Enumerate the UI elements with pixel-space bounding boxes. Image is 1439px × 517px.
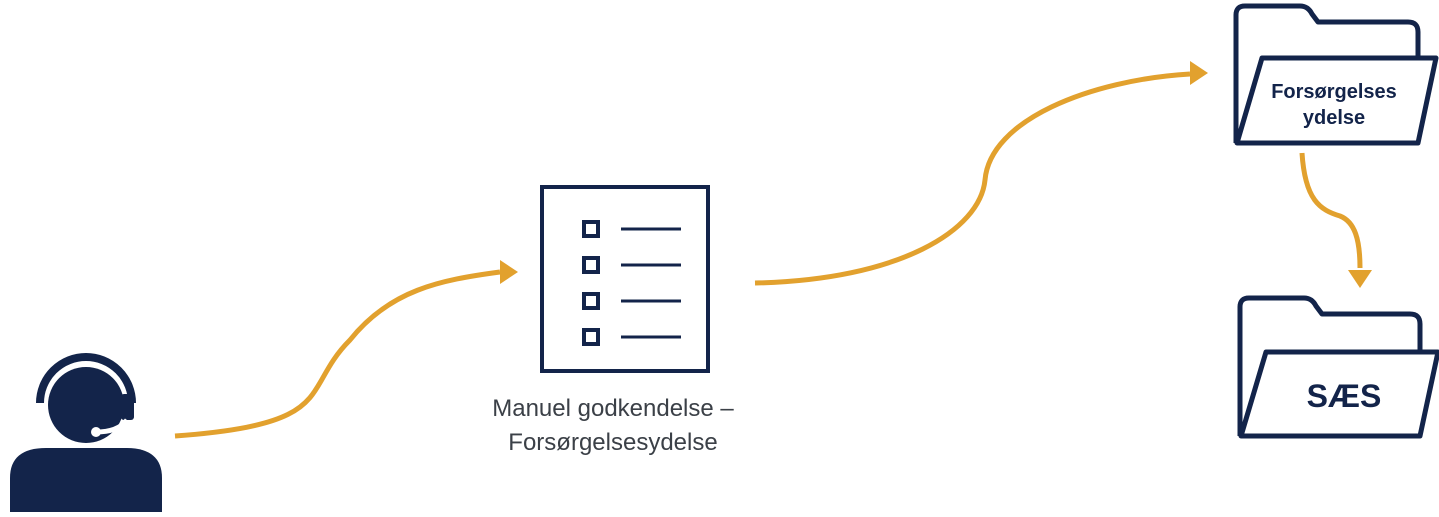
headset-agent-icon <box>10 353 162 512</box>
form-caption-line2: Forsørgelsesydelse <box>508 429 718 456</box>
form-caption-line1: Manuel godkendelse – <box>492 395 734 422</box>
folder-bottom-label: SÆS <box>1307 378 1382 414</box>
folder-top-label-line2: ydelse <box>1303 107 1365 129</box>
arrowhead-agent-to-form <box>500 260 518 284</box>
form-caption: Manuel godkendelse – Forsørgelsesydelse <box>440 392 786 460</box>
folder-top-label-line1: Forsørgelses <box>1271 81 1397 103</box>
arrowhead-form-to-folder <box>1190 61 1208 85</box>
connector-agent-to-form <box>174 269 501 439</box>
connector-form-to-folder <box>754 71 1191 286</box>
checklist-document-icon <box>540 185 710 373</box>
folder-icon-bottom: SÆS <box>1237 295 1439 439</box>
arrowhead-folder-to-folder <box>1348 270 1372 288</box>
connector-folder-to-folder <box>1299 152 1363 269</box>
folder-icon-top: Forsørgelses ydelse <box>1233 3 1439 146</box>
